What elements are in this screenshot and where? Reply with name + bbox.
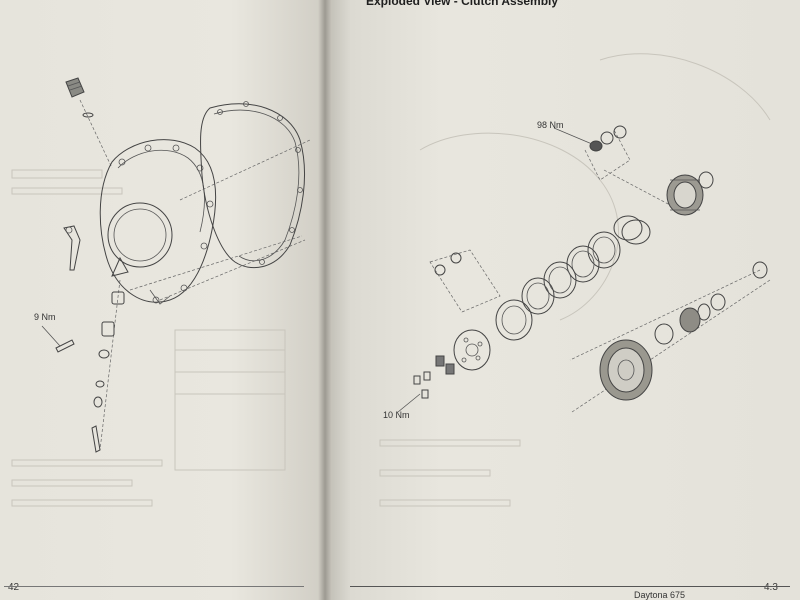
footer-rule — [350, 586, 790, 587]
footer-rule-left — [4, 586, 304, 587]
torque-label-left: 9 Nm — [34, 312, 56, 322]
leader-dash — [159, 239, 306, 301]
torque-bolt-left — [41, 325, 75, 353]
page-number-left: 42 — [8, 582, 20, 593]
clutch-nut-stack — [553, 125, 627, 152]
leader-dash — [603, 169, 671, 206]
book-gutter — [318, 0, 332, 600]
page-title: Exploded View - Clutch Assembly — [366, 0, 559, 8]
bracket-dash — [584, 129, 631, 181]
leader-dash — [99, 279, 121, 451]
breather-cap — [65, 77, 85, 98]
basket-washer — [752, 261, 768, 279]
springs-bolts-bottom — [397, 355, 455, 413]
spring-ring — [613, 215, 643, 241]
running-footer: Daytona 675 — [634, 590, 686, 600]
spring-ring — [621, 219, 651, 245]
pushrod-parts — [91, 291, 125, 453]
cover-gasket — [200, 101, 305, 269]
o-ring — [82, 112, 94, 118]
page-number-right: 4.3 — [764, 582, 778, 593]
show-through-lines — [11, 53, 771, 507]
thrust-washer — [698, 171, 714, 189]
spring-bolts — [429, 249, 501, 313]
friction-plates — [495, 231, 621, 341]
actuating-lever — [63, 225, 81, 271]
leader-dash — [571, 279, 771, 413]
leader-dash — [569, 269, 761, 361]
leader-dash — [179, 139, 311, 201]
torque-label-top: 98 Nm — [537, 120, 564, 130]
torque-label-bottom: 10 Nm — [383, 410, 410, 420]
leader-dash — [79, 99, 113, 169]
clutch-hub — [666, 174, 704, 216]
clutch-cover — [99, 139, 217, 305]
leader-dash — [129, 235, 303, 291]
bearing-stack — [654, 293, 726, 345]
pressure-plate — [453, 329, 491, 371]
clutch-basket — [599, 339, 653, 401]
